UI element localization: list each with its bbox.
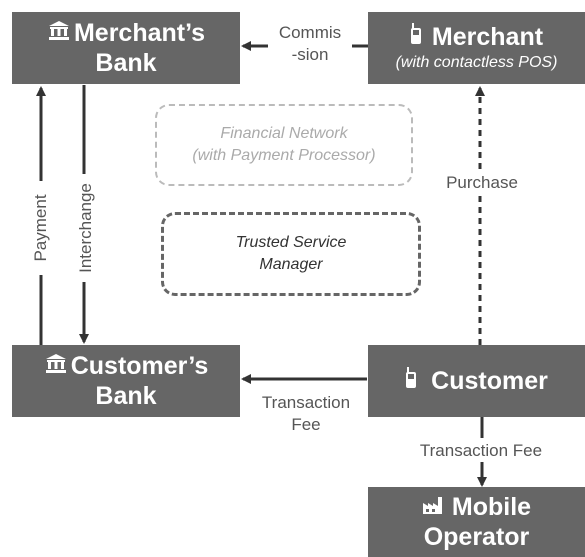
merchant-subtitle: (with contactless POS) <box>395 54 558 71</box>
bank-icon <box>44 351 68 381</box>
transaction-fee-bank-label: Transaction Fee <box>244 392 368 436</box>
mobile-operator-title: Mobile <box>451 493 532 521</box>
merchant-title: Merchant <box>431 23 544 51</box>
financial-network-title: Financial Network <box>220 125 348 142</box>
customers-bank-title-line2: Bank <box>95 382 157 410</box>
merchants-bank-title: Merchant’s <box>73 19 206 47</box>
mobile-operator-title-line2: Operator <box>423 523 530 551</box>
commission-label: Commis -sion <box>262 22 358 66</box>
commission-label-line1: Commis <box>278 23 342 42</box>
trusted-service-manager-node: Trusted Service Manager <box>161 212 421 296</box>
bank-icon <box>47 18 71 48</box>
customer-node: Customer <box>368 345 585 417</box>
merchants-bank-node: Merchant’s Bank <box>12 12 240 84</box>
tsm-title-line2: Manager <box>259 256 323 273</box>
customers-bank-node: Customer’s Bank <box>12 345 240 417</box>
financial-network-subtitle: (with Payment Processor) <box>192 147 376 164</box>
mobile-phone-icon <box>405 366 417 396</box>
transaction-fee-operator-label: Transaction Fee <box>396 440 566 462</box>
commission-label-line2: -sion <box>291 45 329 64</box>
mobile-phone-icon <box>410 22 422 52</box>
factory-icon <box>422 492 444 522</box>
customer-title: Customer <box>431 367 548 395</box>
payment-label: Payment <box>31 181 51 275</box>
customers-bank-title: Customer’s <box>70 352 209 380</box>
transaction-fee-bank-line2: Fee <box>291 415 321 434</box>
interchange-label: Interchange <box>76 174 96 282</box>
tsm-title: Trusted Service <box>235 234 347 251</box>
merchant-node: Merchant (with contactless POS) <box>368 12 585 84</box>
transaction-fee-bank-line1: Transaction <box>261 393 351 412</box>
purchase-label: Purchase <box>432 172 532 194</box>
merchants-bank-title-line2: Bank <box>95 49 157 77</box>
mobile-operator-node: Mobile Operator <box>368 487 585 557</box>
financial-network-node: Financial Network (with Payment Processo… <box>155 104 413 186</box>
